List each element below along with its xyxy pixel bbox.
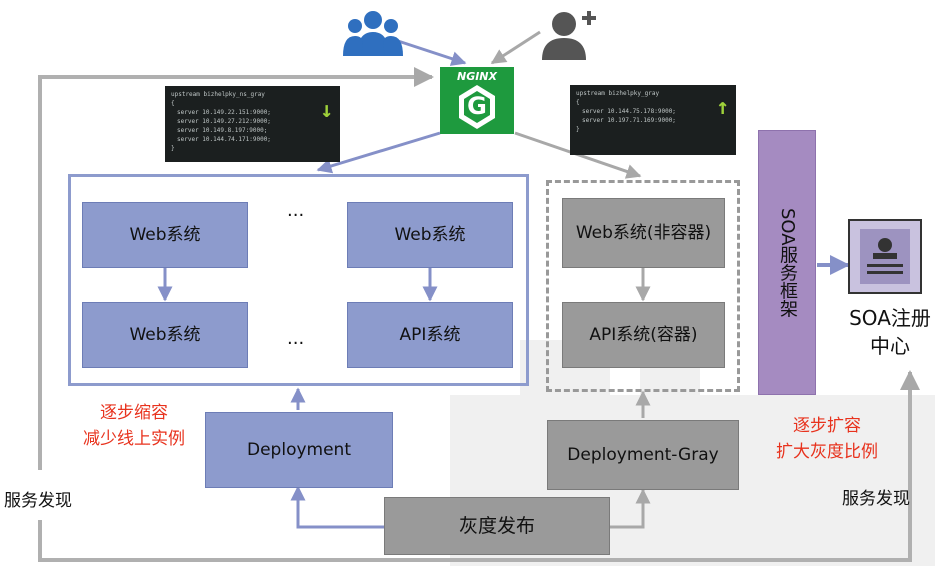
scale-down-note: 逐步缩容 减少线上实例 <box>83 403 185 449</box>
code-line: upstream bizhelpky_gray <box>576 90 660 97</box>
gray-cluster-group <box>546 180 740 392</box>
code-line: server 10.144.75.178:9000; <box>582 108 676 115</box>
production-cluster-group <box>68 174 529 386</box>
web-system-box: Web系统 <box>82 302 248 368</box>
gray-release-box: 灰度发布 <box>384 497 610 555</box>
scale-up-note: 逐步扩容 扩大灰度比例 <box>776 416 878 462</box>
code-line: { <box>576 99 580 106</box>
code-line: server 10.144.74.171:9000; <box>177 136 271 143</box>
users-group-icon <box>343 11 403 56</box>
upstream-config-gray: upstream bizhelpky_gray { server 10.144.… <box>570 85 736 155</box>
registry-card-icon <box>848 219 922 294</box>
deployment-box: Deployment <box>205 412 393 488</box>
code-line: } <box>576 126 580 133</box>
nginx-letter: G <box>467 92 487 120</box>
ellipsis: ... <box>287 328 305 349</box>
nginx-label: NGINX <box>456 70 497 83</box>
code-line: } <box>171 145 175 152</box>
soa-registry-label: SOA注册中心 <box>849 306 931 358</box>
web-system-box: Web系统 <box>347 202 513 268</box>
api-system-box: API系统 <box>347 302 513 368</box>
service-discovery-right: 服务发现 <box>842 489 910 509</box>
service-discovery-left: 服务发现 <box>4 491 72 511</box>
deployment-gray-box: Deployment-Gray <box>547 420 739 490</box>
code-line: server 10.149.8.197:9000; <box>177 127 268 134</box>
code-line: server 10.197.71.169:9000; <box>582 117 676 124</box>
soa-framework-label: SOA服务框架 <box>777 207 798 318</box>
code-line: upstream bizhelpky_ns_gray <box>171 91 265 98</box>
code-line: server 10.149.27.212:9000; <box>177 118 271 125</box>
nginx-hexagon-icon <box>459 85 495 129</box>
add-user-icon <box>542 11 596 60</box>
web-system-noncontainer-box: Web系统(非容器) <box>562 198 725 268</box>
code-line: { <box>171 100 175 107</box>
nginx-logo: NGINX G <box>440 67 514 134</box>
id-card-icon <box>860 229 910 284</box>
code-line: server 10.149.22.151:9000; <box>177 109 271 116</box>
up-arrow-icon: ↑ <box>716 95 730 120</box>
down-arrow-icon: ↓ <box>320 98 334 123</box>
web-system-box: Web系统 <box>82 202 248 268</box>
ellipsis: ... <box>287 200 305 221</box>
soa-framework-bar: SOA服务框架 <box>758 130 816 395</box>
upstream-config-blue: upstream bizhelpky_ns_gray { server 10.1… <box>165 86 340 162</box>
api-system-container-box: API系统(容器) <box>562 302 725 368</box>
